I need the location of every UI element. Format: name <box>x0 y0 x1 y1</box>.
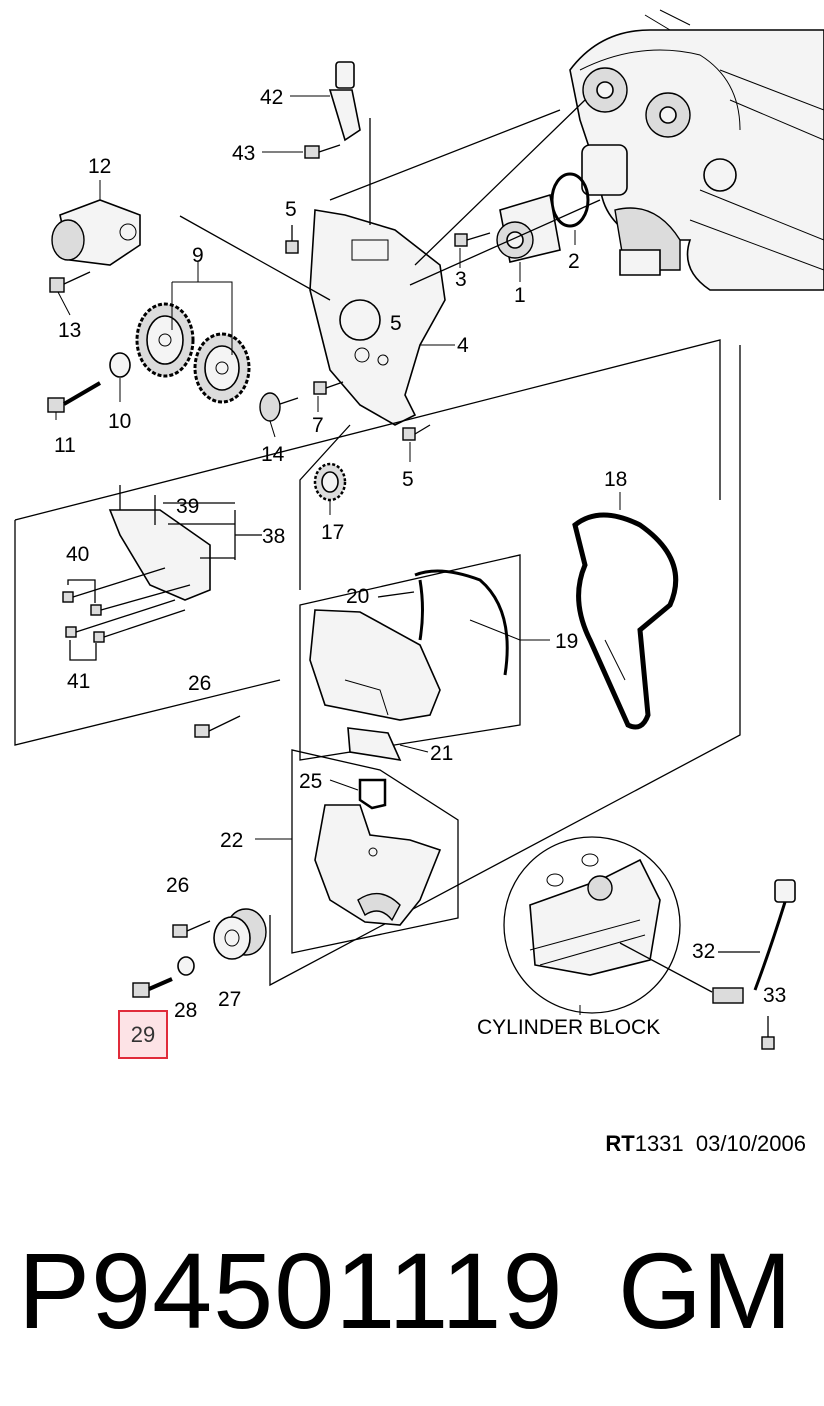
callout-32: 32 <box>692 940 715 963</box>
gasket-20 <box>414 569 509 676</box>
callout-7: 7 <box>312 414 324 437</box>
callout-22: 22 <box>220 829 243 852</box>
callout-4: 4 <box>457 334 469 357</box>
bolt-33 <box>761 1016 775 1050</box>
reference-date: 03/10/2006 <box>695 1131 806 1156</box>
callout-43: 43 <box>232 142 255 165</box>
callout-21: 21 <box>430 742 453 765</box>
callout-20: 20 <box>346 585 369 608</box>
part-number: P94501119 <box>18 1230 564 1351</box>
callout-17: 17 <box>321 521 344 544</box>
callout-33: 33 <box>763 984 786 1007</box>
washer-10 <box>109 352 131 378</box>
callout-14: 14 <box>261 443 285 466</box>
callout-27: 27 <box>218 988 241 1011</box>
gasket-25 <box>358 778 387 810</box>
reference-prefix: RT <box>605 1131 635 1156</box>
bolt-3 <box>454 232 491 247</box>
callout-26-upper: 26 <box>188 672 211 695</box>
callout-5-bottom: 5 <box>402 468 414 491</box>
water-pump <box>496 193 561 263</box>
highlight-box <box>118 1010 168 1059</box>
callout-5-mid: 5 <box>390 312 402 335</box>
cylinder-block-inset <box>503 836 681 1014</box>
tensioner-pulley <box>51 199 141 266</box>
callout-38: 38 <box>262 525 285 548</box>
callout-10: 10 <box>108 410 131 433</box>
idler-gear-left <box>135 302 195 378</box>
lower-front-cover <box>314 804 442 926</box>
drawing-reference: RT1331 03/10/2006 <box>605 1131 806 1157</box>
bolts-40-41 <box>62 567 191 661</box>
bolt-11 <box>47 381 102 413</box>
bolt-5-bottom <box>402 424 431 441</box>
callout-9: 9 <box>192 244 204 267</box>
engine-block <box>569 9 824 291</box>
bolt-29 <box>132 977 173 998</box>
callout-40: 40 <box>66 543 89 566</box>
crank-position-sensor <box>712 879 796 1004</box>
reference-code: 1331 <box>634 1131 684 1156</box>
callout-13: 13 <box>58 319 81 342</box>
callout-39: 39 <box>176 495 199 518</box>
callout-11: 11 <box>54 434 76 457</box>
bearing-14 <box>259 392 299 422</box>
leader-lines <box>55 95 621 1015</box>
callout-3: 3 <box>455 268 467 291</box>
rear-timing-cover <box>309 209 446 426</box>
crank-sprocket <box>313 462 347 502</box>
o-ring <box>550 172 590 228</box>
callout-42: 42 <box>260 86 283 109</box>
assembly-outline <box>14 339 741 987</box>
callout-12: 12 <box>88 155 111 178</box>
bolt-7 <box>313 381 344 395</box>
gasket-21 <box>347 727 402 762</box>
callout-28: 28 <box>174 999 197 1022</box>
brand-name: GM <box>618 1230 792 1351</box>
washer-28 <box>177 956 195 976</box>
timing-belt-exploded-diagram: 42 43 12 5 9 3 2 1 5 13 4 10 7 11 14 5 1… <box>14 9 824 1050</box>
callout-5-top: 5 <box>285 198 297 221</box>
timing-belt <box>572 512 679 730</box>
callout-29-highlighted[interactable]: 29 <box>130 1021 156 1047</box>
callout-41: 41 <box>67 670 90 693</box>
callout-19: 19 <box>555 630 578 653</box>
idler-gear-right <box>193 332 251 404</box>
cylinder-block-label: CYLINDER BLOCK <box>477 1016 660 1039</box>
cover-22-outline <box>291 749 459 954</box>
bracket-assembly <box>108 485 262 601</box>
callout-25: 25 <box>299 770 322 793</box>
bolt-5-top <box>285 225 299 254</box>
callout-1: 1 <box>514 284 526 307</box>
callout-26-lower: 26 <box>166 874 189 897</box>
bolt-43 <box>304 144 341 159</box>
upper-front-cover <box>309 609 441 721</box>
bolt-13 <box>49 271 91 293</box>
crank-pulley <box>213 908 267 960</box>
callout-18: 18 <box>604 468 627 491</box>
sensor-bracket <box>328 61 361 142</box>
bolt-26-upper <box>194 715 241 738</box>
callout-2: 2 <box>568 250 580 273</box>
bolt-26-lower <box>172 920 211 938</box>
